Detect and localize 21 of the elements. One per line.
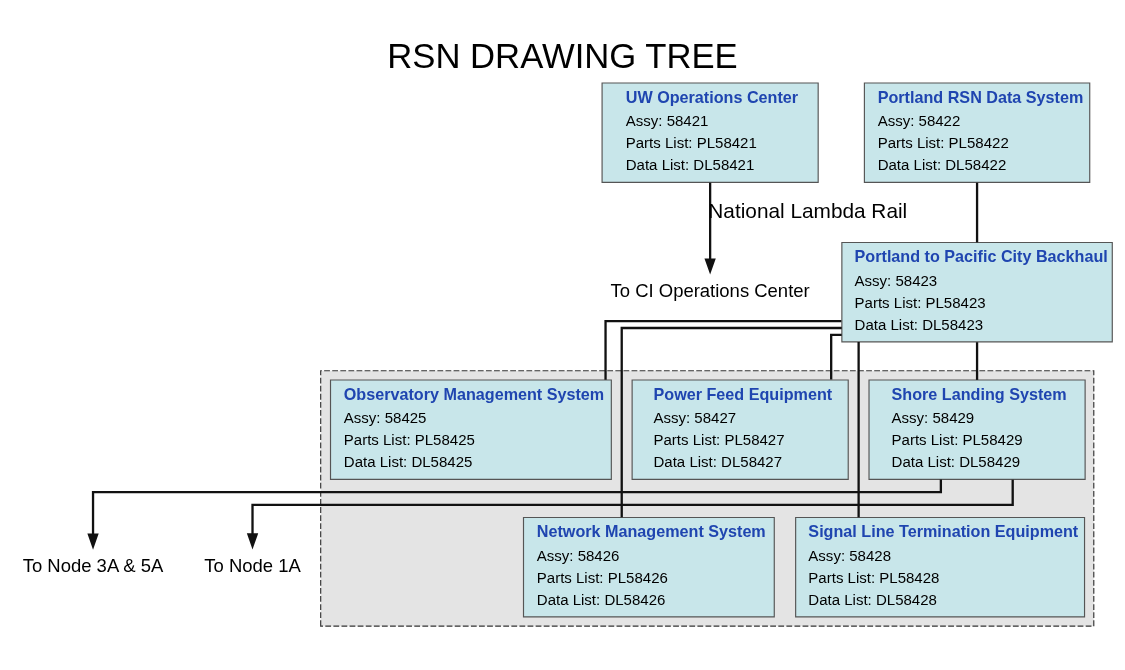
arrow <box>87 478 943 550</box>
arrow <box>246 479 1014 550</box>
node-box: Portland to Pacific City Backhaul Assy: 58423 Parts List: PL58423 Data List: DL58423 <box>841 241 1113 342</box>
connector <box>975 341 979 380</box>
node-text: To CI Operations Center <box>610 279 810 301</box>
connector <box>604 319 842 380</box>
cluster <box>320 369 1095 627</box>
node-box: Portland RSN Data System Assy: 58422 Parts List: PL58422 Data List: DL58422 <box>863 81 1091 183</box>
node-box: Power Feed Equipment Assy: 58427 Parts List: PL58427 Data List: DL58427 <box>631 378 849 480</box>
node-box: Shore Landing System Assy: 58429 Parts List: PL58429 Data List: DL58429 <box>868 378 1086 480</box>
connector <box>620 326 842 517</box>
node-box: Signal Line Termination Equipment Assy: 58428 Parts List: PL58428 Data List: DL58428 <box>795 516 1086 617</box>
node-text: To Node 3A & 5A <box>22 554 164 576</box>
node-box: UW Operations Center Assy: 58421 Parts List: PL58421 Data List: DL58421 <box>601 81 819 183</box>
node-box: Observatory Management System Assy: 58425 Parts List: PL58425 Data List: DL58425 <box>329 378 612 480</box>
connector <box>857 341 860 517</box>
connector <box>975 182 979 242</box>
connector <box>830 333 842 380</box>
node-box: Network Management System Assy: 58426 Parts List: PL58426 Data List: DL58426 <box>522 516 775 617</box>
diagram-title: RSN DRAWING TREE <box>387 36 738 75</box>
node-text: To Node 1A <box>204 554 301 576</box>
